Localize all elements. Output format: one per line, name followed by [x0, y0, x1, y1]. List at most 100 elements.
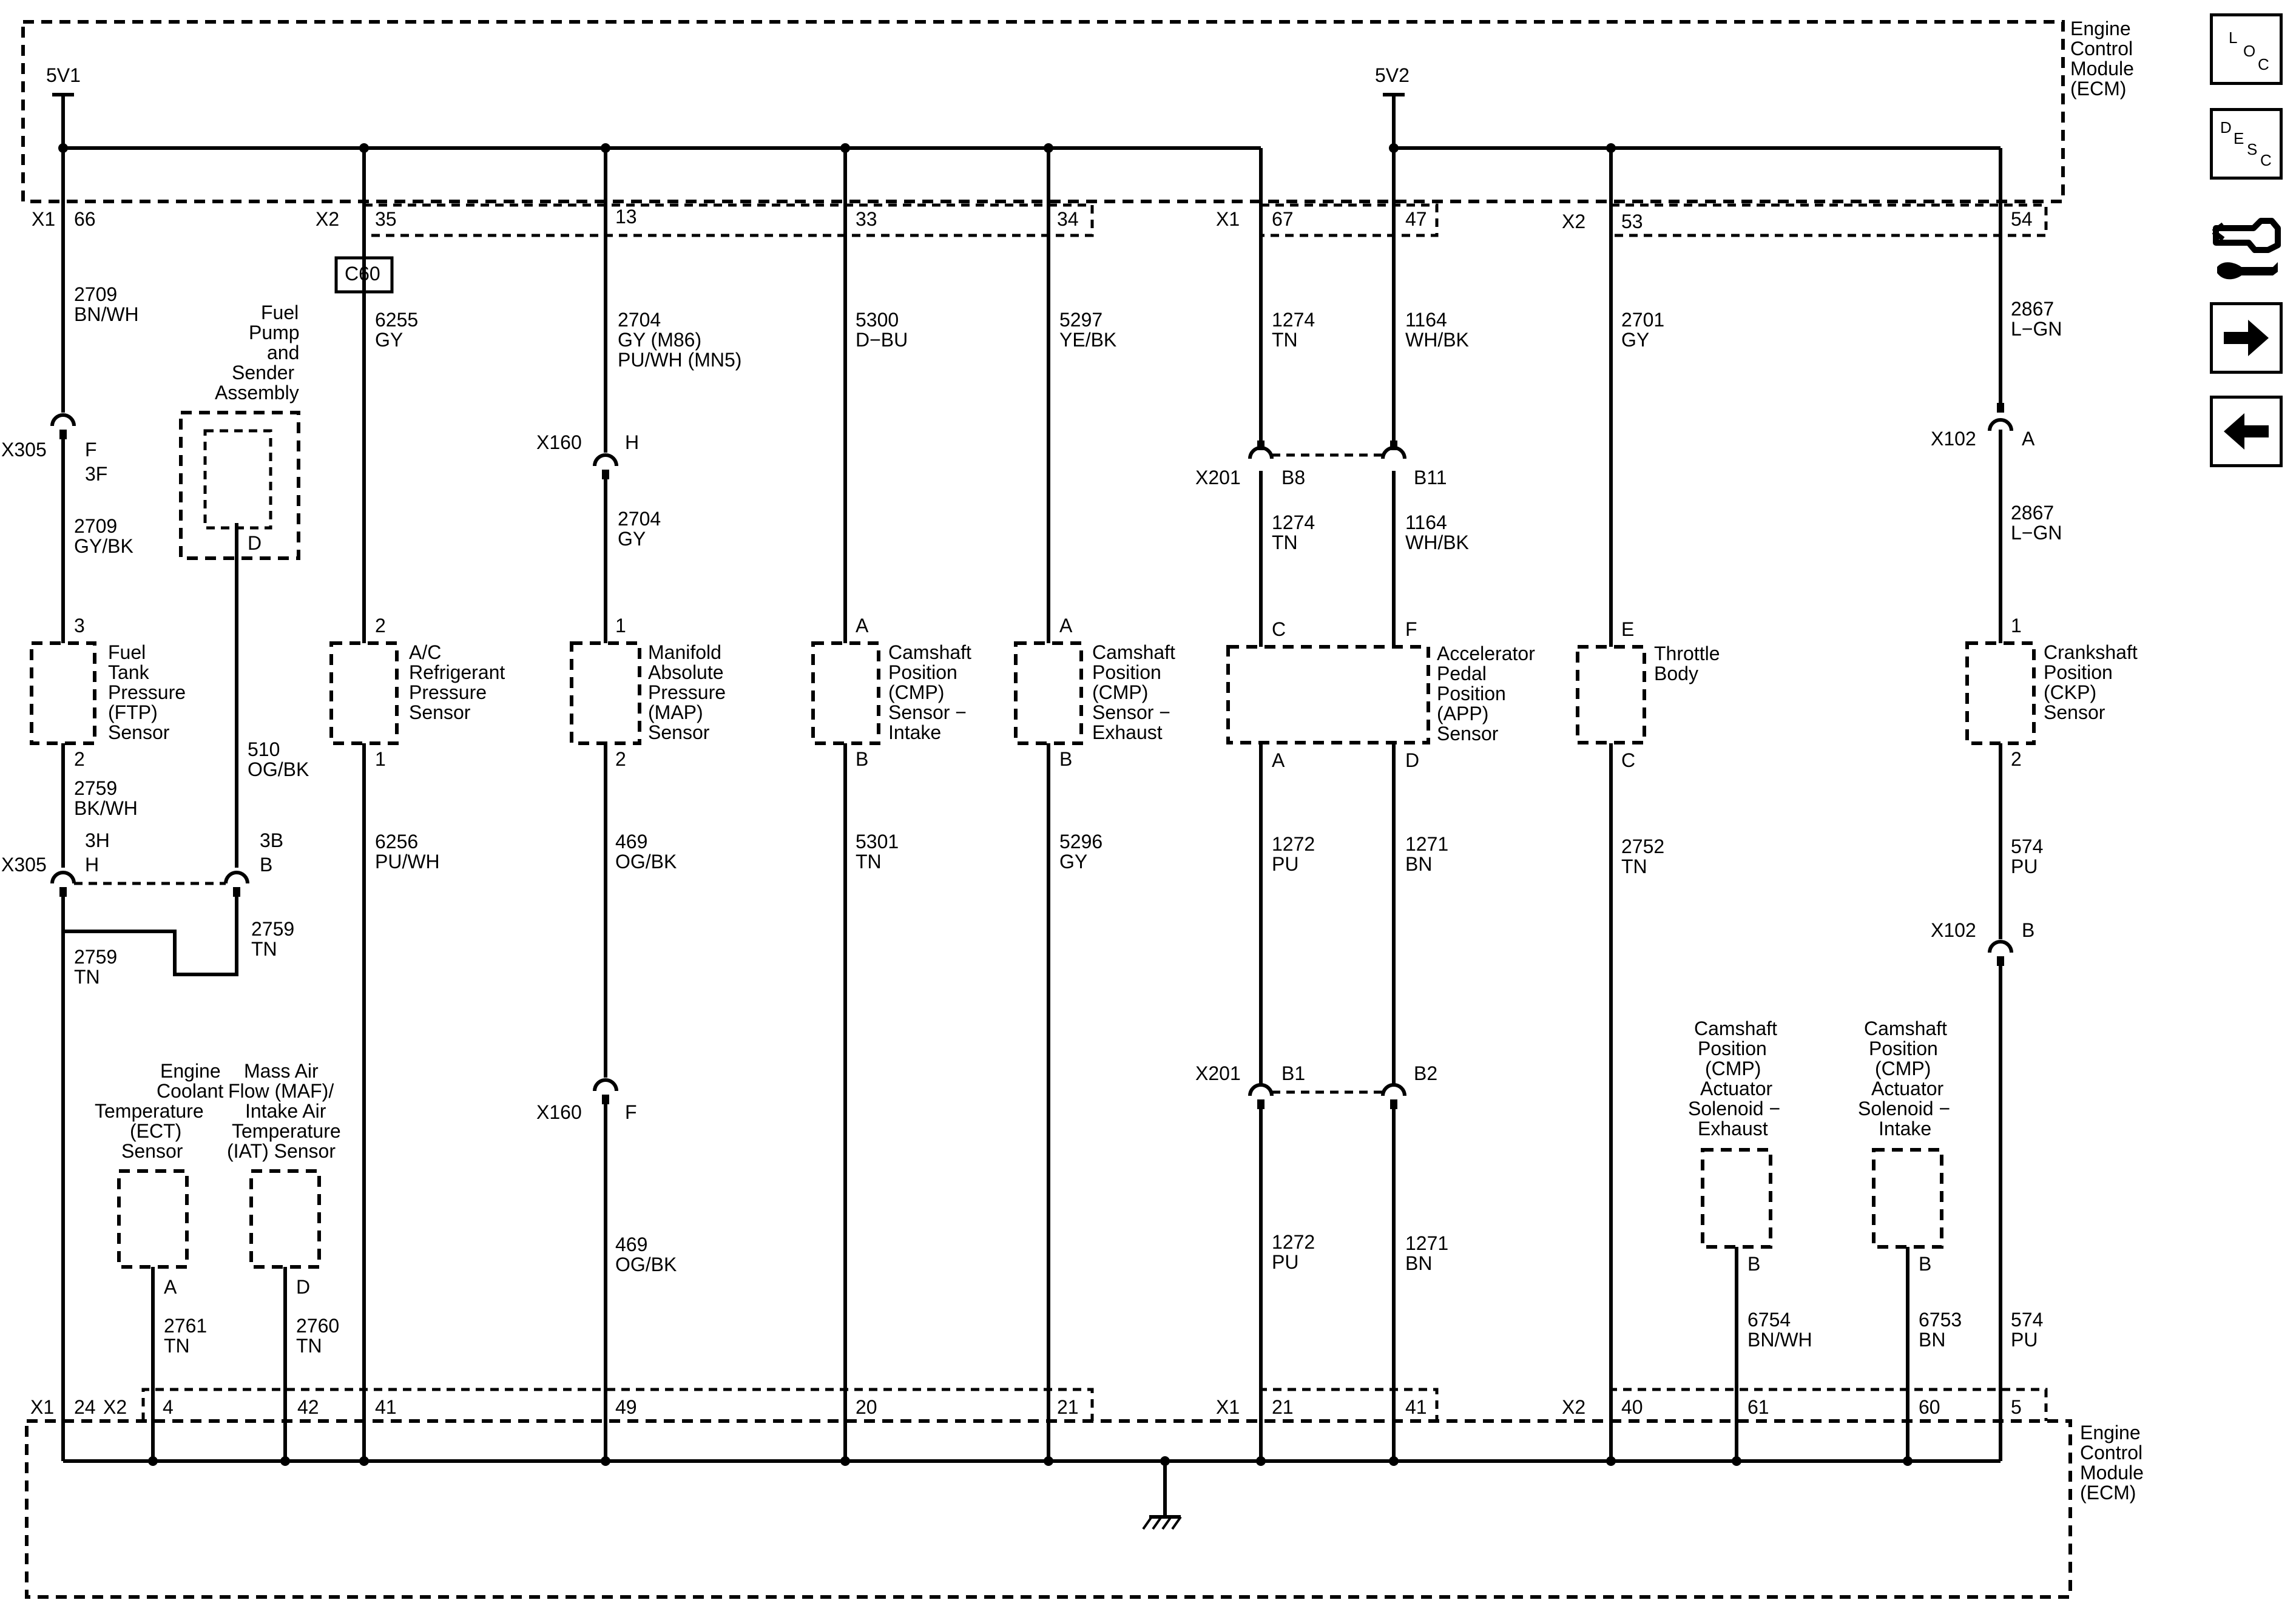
wire-2759-jumper — [63, 892, 238, 976]
top-connector-x2-outline — [364, 203, 1094, 237]
svg-text:X2: X2 — [1562, 211, 1585, 232]
top-connector-labels: X1 X2 X1 X2 66 35 13 33 34 67 47 53 54 — [32, 206, 2033, 232]
svg-text:Sender: Sender — [232, 362, 295, 383]
svg-text:B1: B1 — [1281, 1062, 1305, 1084]
svg-text:Camshaft: Camshaft — [1694, 1018, 1777, 1039]
description-button[interactable]: D E S C — [2210, 108, 2283, 180]
svg-text:21: 21 — [1057, 1396, 1079, 1418]
svg-text:4: 4 — [163, 1396, 174, 1418]
bottom-connector-x2-outline — [141, 1388, 1094, 1421]
svg-text:H: H — [85, 854, 99, 876]
cmp-actuator-solenoid-intake: Camshaft Position (CMP) Actuator Solenoi… — [1858, 1018, 1950, 1275]
svg-text:(CKP): (CKP) — [2044, 681, 2096, 703]
svg-text:E: E — [1621, 618, 1634, 640]
svg-text:1164: 1164 — [1405, 511, 1447, 533]
svg-text:Engine: Engine — [2070, 18, 2131, 39]
svg-text:L−GN: L−GN — [2011, 522, 2062, 544]
svg-text:X201: X201 — [1195, 1062, 1241, 1084]
svg-text:24: 24 — [74, 1396, 96, 1418]
svg-text:C: C — [1272, 618, 1286, 640]
svg-text:Exhaust: Exhaust — [1698, 1118, 1768, 1139]
svg-text:2701: 2701 — [1621, 309, 1664, 331]
svg-text:Pressure: Pressure — [648, 681, 726, 703]
svg-text:574: 574 — [2011, 836, 2043, 857]
svg-text:3B: 3B — [260, 829, 283, 851]
svg-text:Position: Position — [1437, 683, 1506, 704]
svg-text:Absolute: Absolute — [648, 661, 724, 683]
svg-text:Position: Position — [888, 661, 957, 683]
svg-text:(CMP): (CMP) — [1705, 1058, 1761, 1079]
svg-text:Position: Position — [1869, 1038, 1938, 1059]
svg-text:TN: TN — [74, 966, 100, 988]
svg-text:B: B — [1059, 748, 1072, 770]
supply-5v1-label: 5V1 — [46, 64, 81, 86]
svg-text:1274: 1274 — [1272, 511, 1315, 533]
svg-text:X305: X305 — [1, 854, 47, 876]
svg-text:66: 66 — [74, 208, 96, 230]
ac-refrigerant-pressure-sensor: 2 1 A/C Refrigerant Pressure Sensor — [329, 615, 505, 770]
svg-text:(MAP): (MAP) — [648, 701, 703, 723]
svg-text:X2: X2 — [1562, 1396, 1585, 1418]
svg-text:X160: X160 — [536, 431, 582, 453]
svg-text:35: 35 — [375, 208, 397, 230]
svg-text:GY: GY — [618, 528, 646, 550]
svg-text:6753: 6753 — [1919, 1309, 1962, 1331]
location-letter-c: C — [2258, 55, 2269, 73]
svg-text:2709: 2709 — [74, 515, 117, 537]
svg-text:2: 2 — [74, 748, 85, 770]
svg-text:PU/WH (MN5): PU/WH (MN5) — [618, 349, 741, 371]
svg-text:Position: Position — [2044, 661, 2113, 683]
top-connector-x2b-outline — [1611, 203, 2048, 237]
svg-text:49: 49 — [615, 1396, 637, 1418]
svg-text:BN: BN — [1405, 1252, 1432, 1274]
location-button[interactable]: L O C — [2210, 13, 2283, 85]
svg-text:X2: X2 — [316, 208, 339, 230]
svg-text:2761: 2761 — [164, 1315, 207, 1337]
svg-text:2760: 2760 — [296, 1315, 339, 1337]
svg-text:Flow (MAF)/: Flow (MAF)/ — [228, 1080, 334, 1102]
svg-text:1272: 1272 — [1272, 1231, 1315, 1253]
svg-text:Sensor: Sensor — [108, 721, 170, 743]
svg-text:X1: X1 — [1216, 208, 1240, 230]
svg-text:(ECM): (ECM) — [2080, 1482, 2136, 1504]
svg-text:2867: 2867 — [2011, 502, 2054, 524]
ground-symbol-icon — [1142, 1461, 1182, 1530]
ecm-label-bottom: Engine Control Module (ECM) — [2080, 1422, 2144, 1504]
svg-text:F: F — [85, 439, 97, 461]
wire-labels: 2709 BN/WH 2709 GY/BK 6255 GY 2704 GY (M… — [74, 283, 2062, 1357]
svg-text:6255: 6255 — [375, 309, 418, 331]
svg-text:PU: PU — [1272, 1251, 1298, 1273]
svg-text:BN/WH: BN/WH — [1747, 1329, 1812, 1351]
svg-text:B11: B11 — [1414, 467, 1447, 488]
connector-wrench-icon[interactable] — [2210, 206, 2283, 284]
svg-text:BN/WH: BN/WH — [74, 303, 139, 325]
svg-text:67: 67 — [1272, 208, 1294, 230]
svg-text:X305: X305 — [1, 439, 47, 461]
next-button[interactable] — [2210, 302, 2283, 374]
svg-text:PU/WH: PU/WH — [375, 851, 440, 873]
ecm-label-top: Engine Control Module (ECM) — [2070, 18, 2134, 100]
previous-button[interactable] — [2210, 396, 2283, 467]
cmp-actuator-solenoid-exhaust: Camshaft Position (CMP) Actuator Solenoi… — [1688, 1018, 1780, 1275]
svg-text:B: B — [2022, 919, 2034, 941]
fuel-pump-sender-assembly: Fuel Pump and Sender Assembly D — [179, 302, 300, 560]
svg-text:X102: X102 — [1931, 919, 1976, 941]
svg-text:2759: 2759 — [74, 946, 117, 968]
svg-text:Sensor: Sensor — [2044, 701, 2105, 723]
svg-text:TN: TN — [1272, 329, 1298, 351]
svg-text:Pressure: Pressure — [409, 681, 487, 703]
svg-text:WH/BK: WH/BK — [1405, 532, 1469, 553]
ecm-top-outline — [21, 20, 2065, 203]
inline-connector-labels: X305 F 3F 3H X305 H 3B B X160 H X160 F X… — [1, 428, 2035, 1123]
svg-text:Solenoid −: Solenoid − — [1688, 1098, 1780, 1119]
svg-text:(FTP): (FTP) — [108, 701, 158, 723]
svg-text:20: 20 — [856, 1396, 877, 1418]
svg-text:Refrigerant: Refrigerant — [409, 661, 505, 683]
svg-text:47: 47 — [1405, 208, 1427, 230]
svg-text:OG/BK: OG/BK — [248, 758, 309, 780]
description-letter-c: C — [2260, 151, 2272, 169]
svg-text:TN: TN — [1272, 532, 1298, 553]
svg-text:510: 510 — [248, 738, 280, 760]
top-connector-x1-outline — [1261, 203, 1439, 237]
svg-text:Module: Module — [2070, 58, 2134, 79]
